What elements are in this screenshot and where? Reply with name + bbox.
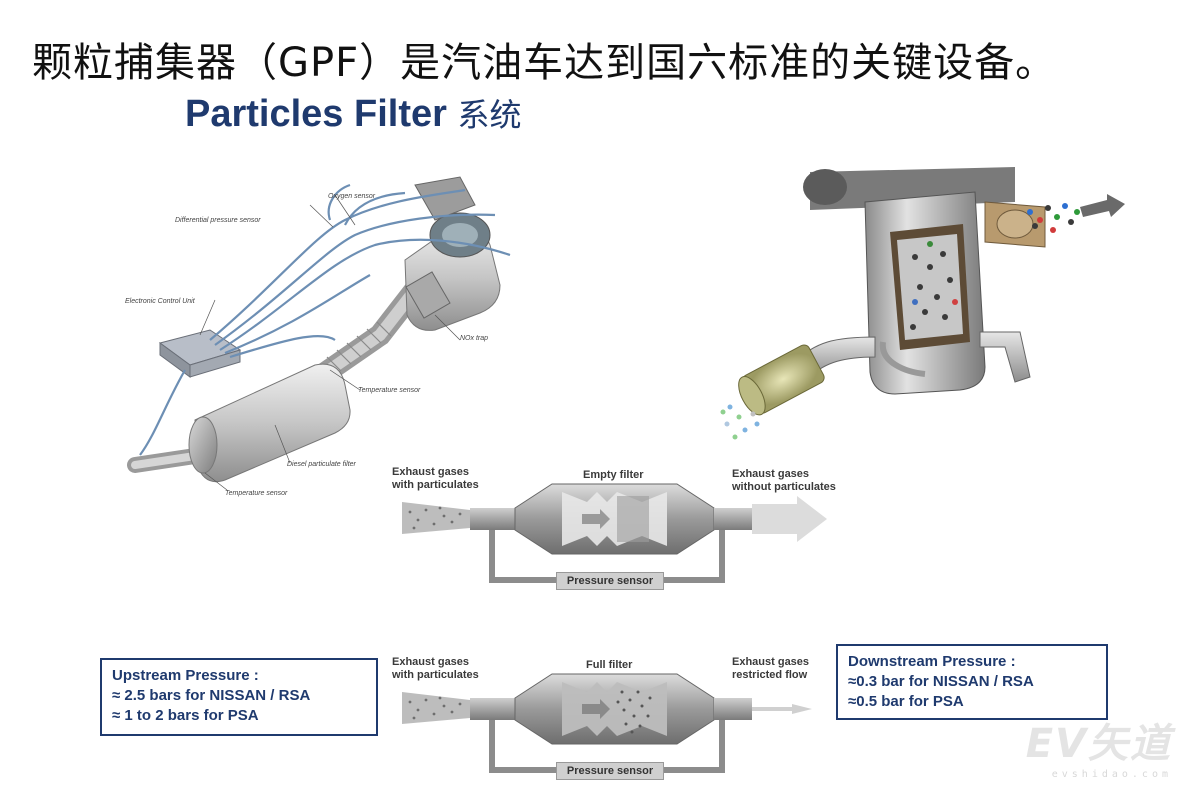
- bottom-inlet-label-line2: with particulates: [392, 669, 479, 681]
- upstream-title: Upstream Pressure :: [112, 667, 259, 684]
- outgoing-particles: [720, 404, 760, 440]
- watermark: EV矢道 evshidao.com: [1026, 711, 1172, 780]
- upstream-pressure-box: Upstream Pressure : ≈ 2.5 bars for NISSA…: [100, 658, 378, 736]
- bottom-outlet-label: Exhaust gases restricted flow: [732, 656, 809, 682]
- bottom-outlet-label-line1: Exhaust gases: [732, 656, 810, 668]
- watermark-url: evshidao.com: [1051, 769, 1172, 780]
- label-nox-trap: NOx trap: [460, 335, 489, 342]
- top-outlet-label-line2: without particulates: [732, 481, 836, 493]
- particles-inside: [910, 241, 958, 330]
- subtitle: Particles Filter 系统: [185, 90, 521, 136]
- top-inlet-label-line1: Exhaust gases: [392, 466, 470, 478]
- exhaust-system-illustration: [127, 176, 511, 491]
- label-temperature-sensor-upper: Temperature sensor: [358, 387, 421, 394]
- downstream-line1: ≈0.3 bar for NISSAN / RSA: [848, 673, 1034, 690]
- empty-filter-graphic: [402, 483, 827, 583]
- sensor-hoses: [139, 183, 511, 456]
- exhaust-system-diagram: Oxygen sensor Differential pressure sens…: [115, 165, 570, 510]
- inflow-arrow-icon: [1080, 194, 1125, 217]
- top-inlet-label-line2: with particulates: [392, 479, 479, 491]
- bottom-pressure-sensor: Pressure sensor: [556, 762, 664, 780]
- incoming-particles: [1027, 203, 1080, 233]
- subtitle-cn: 系统: [457, 96, 522, 134]
- top-outlet-label: Exhaust gases without particulates: [732, 468, 836, 494]
- top-filter-label: Empty filter: [583, 469, 644, 481]
- empty-filter-diagram: Exhaust gases with particulates Empty fi…: [392, 462, 862, 597]
- downstream-line2: ≈0.5 bar for PSA: [848, 693, 964, 710]
- label-diesel-particulate-filter: Diesel particulate filter: [287, 461, 356, 468]
- ecu-box: [158, 329, 242, 378]
- bottom-filter-label: Full filter: [586, 659, 633, 671]
- upstream-line1: ≈ 2.5 bars for NISSAN / RSA: [112, 687, 311, 704]
- bottom-inlet-label: Exhaust gases with particulates: [392, 656, 479, 682]
- downstream-pressure-box: Downstream Pressure : ≈0.3 bar for NISSA…: [836, 644, 1108, 720]
- headline: 颗粒捕集器（GPF）是汽油车达到国六标准的关键设备。: [32, 40, 1057, 86]
- top-outlet-label-line1: Exhaust gases: [732, 468, 810, 480]
- label-ecu: Electronic Control Unit: [125, 298, 195, 305]
- full-filter-graphic: [402, 673, 812, 773]
- label-temperature-sensor-lower: Temperature sensor: [225, 490, 288, 497]
- downstream-title: Downstream Pressure :: [848, 653, 1016, 670]
- dpf-body: [188, 363, 351, 483]
- filter-cutaway-illustration: [715, 162, 1125, 447]
- subtitle-en: Particles Filter: [185, 93, 447, 135]
- top-inlet-label: Exhaust gases with particulates: [392, 466, 479, 492]
- upstream-line2: ≈ 1 to 2 bars for PSA: [112, 707, 259, 724]
- bottom-outlet-label-line2: restricted flow: [732, 669, 808, 681]
- filter-cutaway-graphic: [720, 167, 1125, 440]
- bottom-inlet-label-line1: Exhaust gases: [392, 656, 470, 668]
- watermark-logo: EV矢道: [1025, 721, 1172, 767]
- label-oxygen-sensor: Oxygen sensor: [328, 193, 376, 200]
- label-differential-pressure-sensor: Differential pressure sensor: [175, 217, 261, 224]
- top-pressure-sensor: Pressure sensor: [556, 572, 664, 590]
- full-filter-diagram: Exhaust gases with particulates Full fil…: [392, 652, 832, 787]
